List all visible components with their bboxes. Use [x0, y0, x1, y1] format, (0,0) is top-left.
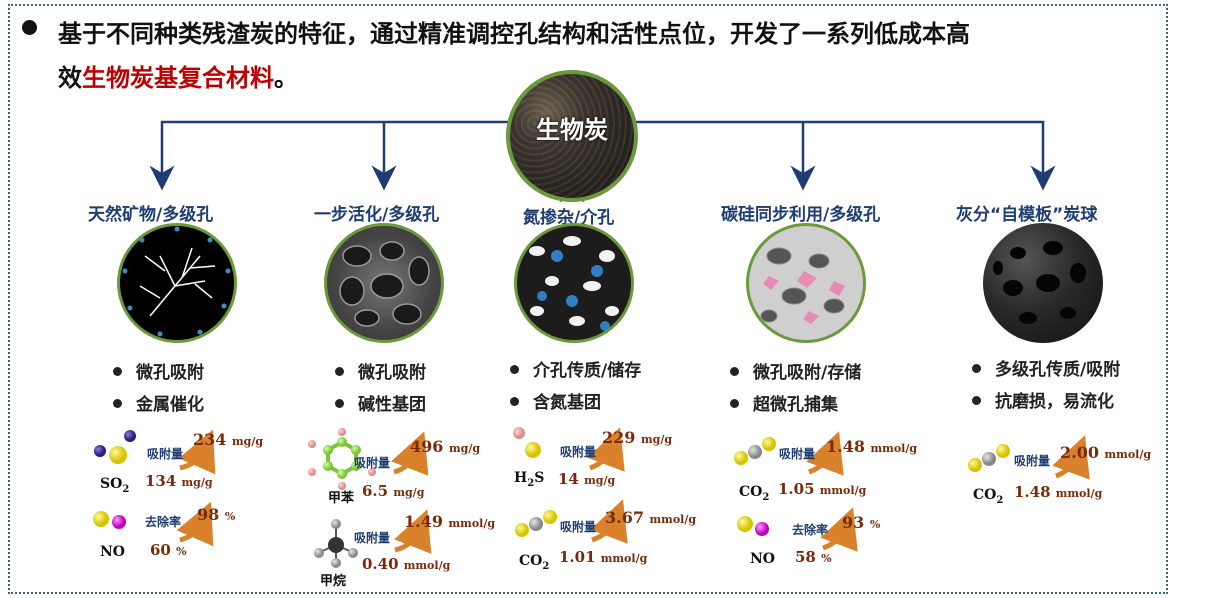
bullet-icon: [972, 363, 981, 373]
metric-after: 234 mg/g: [193, 430, 264, 449]
column-title-4: 碳硅同步利用/多级孔: [721, 205, 881, 225]
co2-molecule-icon: [515, 510, 557, 537]
connector-line: [636, 120, 1056, 191]
bullet-icon: [335, 398, 344, 408]
feature-item: 含氮基团: [510, 388, 601, 413]
bullet-icon: [113, 366, 122, 376]
carbon-sphere-image: [983, 223, 1103, 343]
headline-line2: 效生物炭基复合材料。: [58, 58, 298, 93]
metric-before: 60 %: [150, 541, 187, 559]
column-title-2: 一步活化/多级孔: [314, 205, 440, 225]
metric-before: 1.01 mmol/g: [559, 548, 648, 566]
feature-item: 超微孔捕集: [730, 390, 838, 415]
column-title-5: 灰分“自模板”炭球: [956, 205, 1098, 225]
activated-porous-image: [324, 223, 444, 343]
no-molecule-icon: [93, 511, 126, 529]
bullet-icon: [972, 395, 981, 405]
metric-after: 2.00 mmol/g: [1060, 443, 1152, 462]
feature-item: 抗磨损，易流化: [972, 387, 1114, 412]
metric-label: 吸附量: [1014, 454, 1051, 468]
metric-before: 14 mg/g: [558, 470, 616, 488]
metric-after: 98 %: [197, 505, 236, 524]
feature-item: 微孔吸附: [335, 358, 426, 383]
co2-molecule-icon: [968, 444, 1010, 472]
increase-arrow-icon: [590, 499, 628, 544]
molecule-label: NO: [750, 551, 775, 567]
metric-label: 去除率: [792, 523, 829, 537]
increase-arrow-icon: [1052, 435, 1090, 480]
biochar-center-image: 生物炭: [506, 70, 638, 202]
bullet-icon: [730, 366, 739, 376]
metric-label: 吸附量: [354, 531, 391, 545]
connector-line: [149, 120, 508, 191]
metric-after: 93 %: [842, 513, 881, 532]
molecule-label: SO2: [100, 476, 130, 495]
co2-molecule-icon: [734, 437, 776, 465]
column-title-1: 天然矿物/多级孔: [88, 205, 214, 225]
column-title-3: 氮掺杂/介孔: [523, 208, 615, 228]
molecule-label: H2S: [514, 470, 545, 489]
methane-molecule-icon: [314, 519, 358, 568]
feature-item: 多级孔传质/吸附: [972, 355, 1120, 380]
feature-item: 金属催化: [113, 390, 204, 415]
toluene-molecule-icon: [308, 428, 376, 490]
metric-label: 吸附量: [354, 456, 391, 470]
headline-prefix: 效: [58, 64, 82, 92]
so2-molecule-icon: [94, 430, 136, 464]
molecule-label: CO2: [519, 553, 550, 572]
metric-label: 吸附量: [560, 445, 597, 459]
metric-label: 去除率: [145, 515, 182, 529]
headline-suffix: 。: [274, 64, 298, 92]
molecule-label: 甲烷: [320, 574, 347, 589]
metric-after: 229 mg/g: [602, 428, 673, 447]
metric-after: 1.49 mmol/g: [404, 512, 496, 531]
metric-label: 吸附量: [147, 447, 184, 461]
increase-arrow-icon: [587, 427, 625, 472]
no-molecule-icon: [737, 516, 769, 536]
metric-before: 58 %: [795, 548, 832, 566]
headline-line1: 基于不同种类残渣炭的特征，通过精准调控孔结构和活性点位，开发了一系列低成本高: [58, 20, 970, 48]
metric-before: 6.5 mg/g: [362, 482, 425, 500]
increase-arrow-icon: [806, 431, 844, 476]
molecule-label: CO2: [973, 487, 1004, 506]
metric-before: 1.05 mmol/g: [778, 480, 867, 498]
metric-after: 496 mg/g: [410, 437, 481, 456]
metric-before: 1.48 mmol/g: [1014, 483, 1103, 501]
metric-label: 吸附量: [779, 447, 816, 461]
metric-label: 吸附量: [560, 520, 597, 534]
mineral-branch-image: [117, 223, 237, 343]
increase-arrow-icon: [391, 431, 429, 476]
feature-item: 介孔传质/储存: [510, 356, 641, 381]
dotted-frame: [8, 4, 1168, 594]
feature-item: 微孔吸附: [113, 358, 204, 383]
bullet-icon: [22, 20, 37, 35]
metric-before: 134 mg/g: [145, 472, 213, 490]
increase-arrow-icon: [820, 507, 858, 552]
metric-after: 3.67 mmol/g: [605, 508, 697, 527]
increase-arrow-icon: [176, 501, 214, 547]
bullet-icon: [113, 398, 122, 408]
metric-before: 0.40 mmol/g: [362, 555, 451, 573]
increase-arrow-icon: [178, 429, 216, 475]
molecule-label: 甲苯: [328, 491, 355, 506]
bullet-icon: [335, 366, 344, 376]
bullet-icon: [510, 364, 519, 374]
feature-item: 碱性基团: [335, 390, 426, 415]
nitrogen-doped-image: [514, 223, 634, 343]
carbon-silicon-image: [746, 223, 866, 343]
feature-item: 微孔吸附/存储: [730, 358, 861, 383]
molecule-label: NO: [100, 544, 125, 560]
bullet-icon: [510, 396, 519, 406]
bullet-icon: [730, 398, 739, 408]
h2s-molecule-icon: [513, 427, 541, 458]
metric-after: 1.48 mmol/g: [826, 437, 918, 456]
center-label: 生物炭: [536, 116, 608, 144]
increase-arrow-icon: [394, 509, 432, 554]
headline-highlight: 生物炭基复合材料: [82, 64, 274, 92]
molecule-label: CO2: [739, 484, 770, 503]
